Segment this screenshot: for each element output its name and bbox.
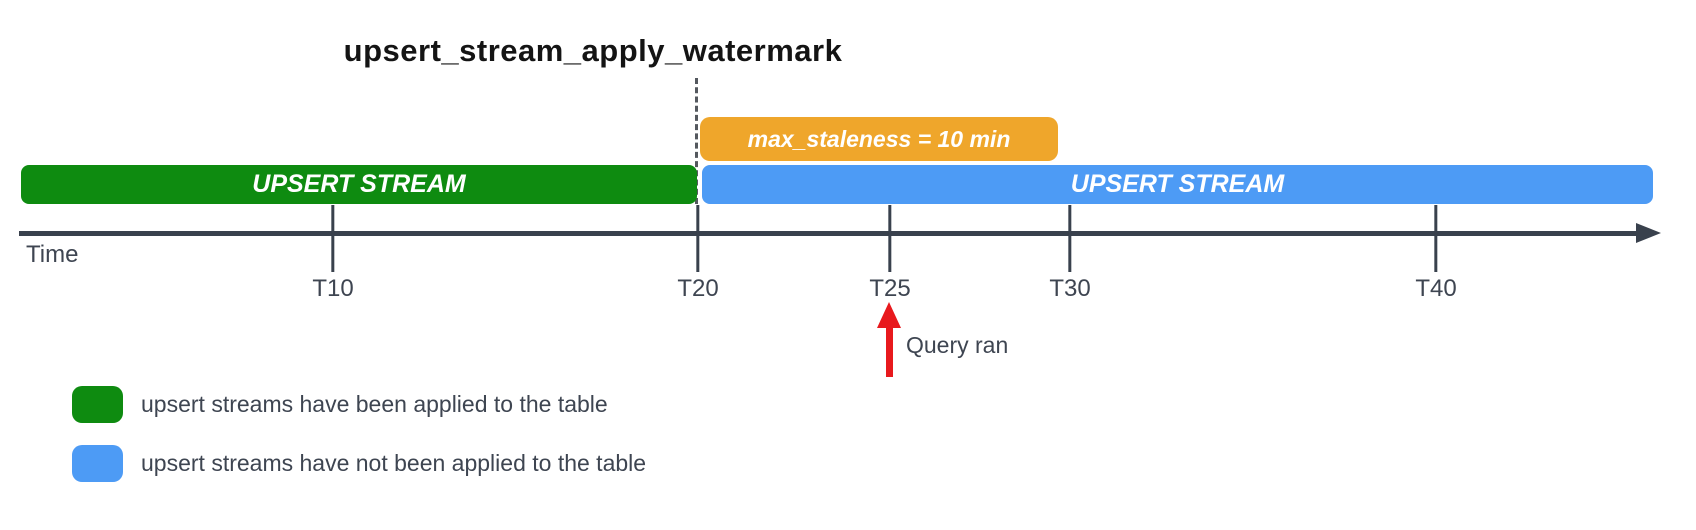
tick-t10: T10: [312, 205, 354, 303]
query-ran-arrow-shaft: [885, 328, 893, 377]
legend-item-applied: upsert streams have been applied to the …: [72, 386, 646, 423]
legend-label-applied: upsert streams have been applied to the …: [141, 391, 608, 417]
tick-t25-line: [888, 205, 892, 272]
tick-t20-label: T20: [677, 275, 719, 302]
tick-t40: T40: [1415, 205, 1457, 303]
tick-t25-label: T25: [869, 275, 911, 302]
legend-item-pending: upsert streams have not been applied to …: [72, 445, 646, 482]
tick-t30: T30: [1049, 205, 1091, 303]
upsert-stream-applied-bar-label: UPSERT STREAM: [252, 170, 466, 198]
tick-t25: T25: [869, 205, 911, 303]
tick-t10-label: T10: [312, 275, 354, 302]
query-ran-arrow-icon: [877, 302, 901, 377]
tick-t40-label: T40: [1415, 275, 1457, 302]
upsert-stream-applied-bar: UPSERT STREAM: [21, 165, 697, 204]
watermark-dotted-line: [695, 78, 698, 204]
tick-t40-line: [1434, 205, 1438, 272]
time-axis-line: [19, 231, 1641, 236]
tick-t10-line: [331, 205, 335, 272]
max-staleness-bar: max_staleness = 10 min: [700, 117, 1058, 161]
legend-swatch-applied: [72, 386, 123, 423]
tick-t20: T20: [677, 205, 719, 303]
time-axis-label: Time: [26, 241, 79, 268]
tick-t20-line: [696, 205, 700, 272]
tick-t30-label: T30: [1049, 275, 1091, 302]
query-ran-arrow-head: [877, 302, 901, 328]
max-staleness-bar-label: max_staleness = 10 min: [747, 125, 1011, 152]
legend-swatch-pending: [72, 445, 123, 482]
upsert-stream-pending-bar-label: UPSERT STREAM: [1070, 170, 1285, 198]
tick-t30-line: [1068, 205, 1072, 272]
page-title: upsert_stream_apply_watermark: [343, 33, 843, 68]
query-ran-label: Query ran: [906, 332, 1009, 358]
time-axis-arrowhead-icon: [1636, 223, 1661, 243]
legend-label-pending: upsert streams have not been applied to …: [141, 450, 647, 476]
upsert-stream-pending-bar: UPSERT STREAM: [702, 165, 1653, 204]
legend: upsert streams have been applied to the …: [72, 386, 646, 482]
